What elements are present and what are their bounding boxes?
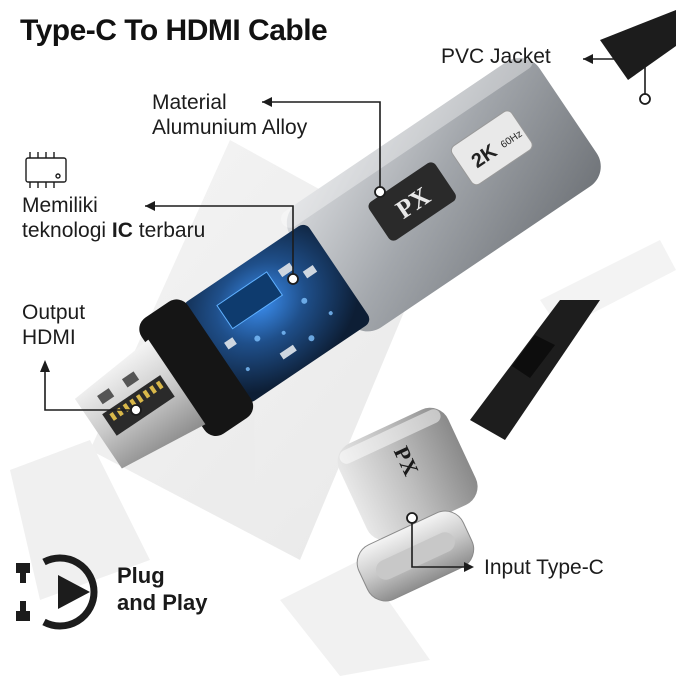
pvc-cable	[600, 10, 676, 80]
label-output-line2: HDMI	[22, 326, 76, 349]
callout-lines	[44, 58, 646, 568]
label-ic-pre: teknologi	[22, 219, 112, 242]
label-output-line1: Output	[22, 301, 86, 324]
chip-icon	[25, 152, 67, 188]
label-material-line2: Alumunium Alloy	[152, 116, 308, 139]
label-material-line1: Material	[152, 91, 227, 114]
label-ic-post: terbaru	[132, 219, 206, 242]
usb-c-housing: PX	[337, 407, 478, 602]
label-ic-bold: IC	[111, 219, 133, 242]
label-ic-line1: Memiliki	[22, 194, 98, 217]
plug-line1: Plug	[117, 563, 165, 588]
plug-and-play-text: Plug and Play	[117, 562, 207, 616]
hdmi-shell: PX 2K 60Hz	[74, 52, 601, 469]
label-ic-line2: teknologi IC terbaru	[22, 218, 205, 243]
label-pvc-jacket: PVC Jacket	[441, 45, 551, 68]
page-title: Type-C To HDMI Cable	[20, 14, 328, 47]
label-input-type-c: Input Type-C	[484, 556, 604, 579]
play-icon	[16, 554, 98, 630]
plug-line2: and Play	[117, 590, 208, 615]
